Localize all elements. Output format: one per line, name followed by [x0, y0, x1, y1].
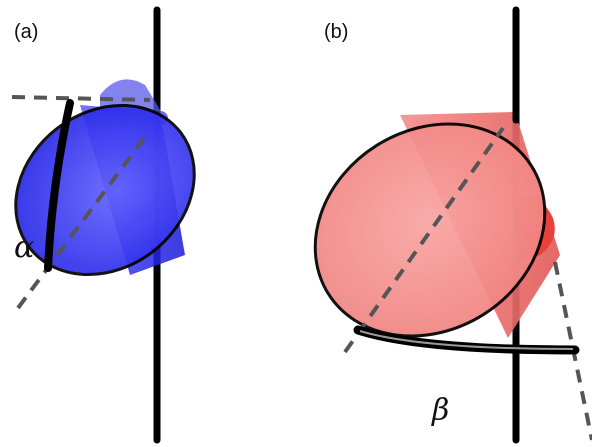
panel-b-cone-rim [313, 122, 547, 338]
panel-b-angle-label: β [431, 393, 449, 428]
panel-b-dashed-line-diagonal [343, 126, 505, 354]
panel-a-dashed-line-diagonal [16, 135, 147, 310]
panel-a-cone-rim [14, 103, 196, 277]
panel-a-dashed-line-top [11, 95, 151, 102]
panel-b-angle-arc-highlight [359, 330, 574, 350]
panel-a-label: (a) [14, 21, 38, 43]
panel-b-label: (b) [324, 21, 348, 43]
panel-a-angle-arc [44, 99, 74, 272]
panel-a: (a) α [11, 6, 196, 444]
panel-a-angle-label: α [14, 230, 34, 265]
panel-b: (b) β [313, 6, 592, 444]
